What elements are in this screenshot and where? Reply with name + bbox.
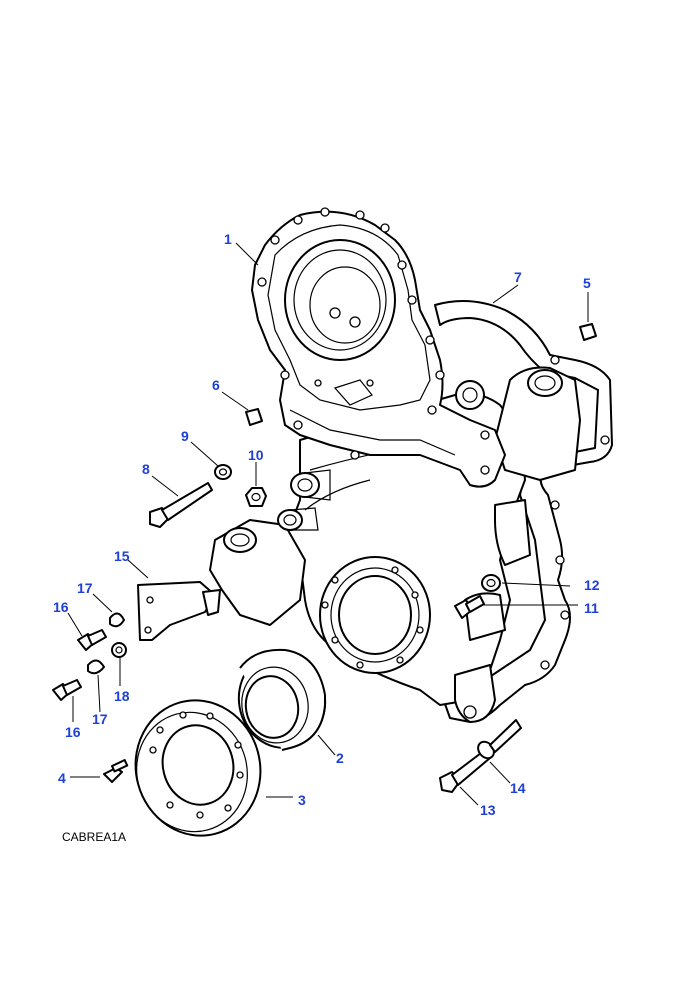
callout-17-lower: 17 bbox=[92, 711, 108, 727]
callout-11: 11 bbox=[584, 600, 599, 616]
callout-13: 13 bbox=[480, 802, 496, 818]
callout-labels: 1 2 3 4 5 6 7 8 9 10 11 12 13 14 15 16 1… bbox=[53, 231, 600, 818]
fasteners bbox=[52, 323, 597, 793]
callout-16-upper: 16 bbox=[53, 599, 69, 615]
gasket-part-7 bbox=[434, 300, 613, 723]
diagram-caption: CABREA1A bbox=[62, 830, 126, 844]
callout-7: 7 bbox=[514, 269, 522, 285]
callout-5: 5 bbox=[583, 275, 591, 291]
callout-2: 2 bbox=[336, 750, 344, 766]
callout-14: 14 bbox=[510, 780, 526, 796]
callout-16-lower: 16 bbox=[65, 724, 81, 740]
callout-3: 3 bbox=[298, 792, 306, 808]
callout-17-upper: 17 bbox=[77, 580, 93, 596]
pump-boss bbox=[209, 469, 331, 626]
callout-1: 1 bbox=[224, 231, 232, 247]
upper-cover-part-1 bbox=[251, 207, 506, 488]
callout-4: 4 bbox=[58, 770, 66, 786]
bracket-part-15 bbox=[137, 581, 221, 641]
callout-9: 9 bbox=[181, 428, 189, 444]
callout-10: 10 bbox=[248, 447, 264, 463]
oil-seal-part-2 bbox=[237, 648, 327, 751]
flange-ring-part-3 bbox=[134, 699, 262, 837]
callout-8: 8 bbox=[142, 461, 150, 477]
callout-12: 12 bbox=[584, 577, 600, 593]
callout-18: 18 bbox=[114, 688, 130, 704]
leader-lines bbox=[67, 242, 589, 806]
callout-15: 15 bbox=[114, 548, 130, 564]
callout-6: 6 bbox=[212, 377, 220, 393]
